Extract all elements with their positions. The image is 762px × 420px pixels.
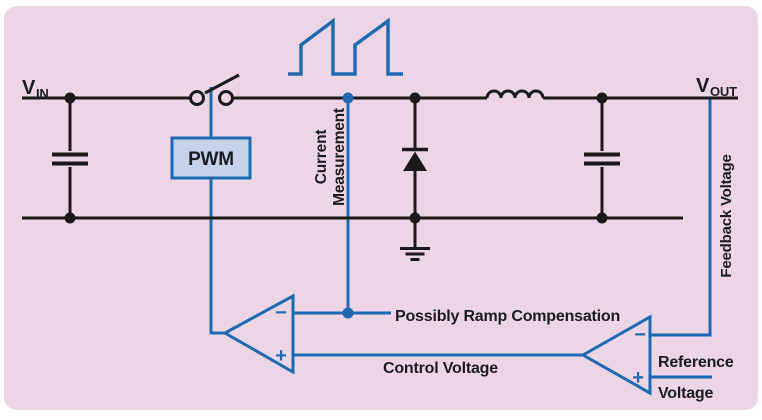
node-dot: [409, 212, 421, 224]
sawtooth-waveform-icon: [288, 17, 403, 76]
node-dot: [409, 92, 421, 104]
vout-subscript: OUT: [710, 84, 737, 99]
current-measurement-label-line2: Measurement: [331, 108, 348, 206]
ramp-compensation-label: Possibly Ramp Compensation: [395, 308, 620, 325]
control-voltage-label: Control Voltage: [383, 360, 498, 377]
pwm-label: PWM: [188, 149, 234, 170]
vin-label: V: [22, 77, 36, 99]
node-dot: [596, 92, 608, 104]
feedback-voltage-label: Feedback Voltage: [718, 154, 735, 277]
node-dot: [64, 92, 76, 104]
comparator-minus-sign: −: [275, 302, 286, 324]
ground-icon: [400, 247, 430, 261]
switch-contact-right: [218, 90, 234, 106]
current-sense-node-dot: [342, 92, 354, 104]
vin-subscript: IN: [36, 86, 49, 101]
inductor: [485, 89, 545, 99]
node-dot: [64, 212, 76, 224]
current-measurement-label-line1: Current: [313, 130, 330, 185]
reference-voltage-label-line1: Reference: [658, 354, 734, 371]
diode-triangle: [403, 151, 427, 171]
vout-label: V: [696, 75, 710, 97]
error-amplifier-triangle: [579, 314, 652, 396]
feedback-voltage-wire: [650, 98, 712, 337]
comparator-plus-sign: +: [275, 345, 286, 367]
pwm-block: [170, 136, 252, 180]
switch-contact-left: [189, 90, 205, 106]
reference-voltage-label-line2: Voltage: [658, 385, 714, 402]
comparator-triangle: [221, 293, 295, 375]
ramp-sum-node-dot: [342, 307, 354, 319]
output-capacitor: [584, 152, 620, 166]
error-amp-minus-sign: −: [634, 324, 645, 346]
error-amp-plus-sign: +: [632, 367, 643, 389]
input-capacitor: [52, 152, 88, 166]
node-dot: [596, 212, 608, 224]
switch-lever: [204, 73, 240, 95]
diagram-background-panel: [4, 6, 758, 410]
